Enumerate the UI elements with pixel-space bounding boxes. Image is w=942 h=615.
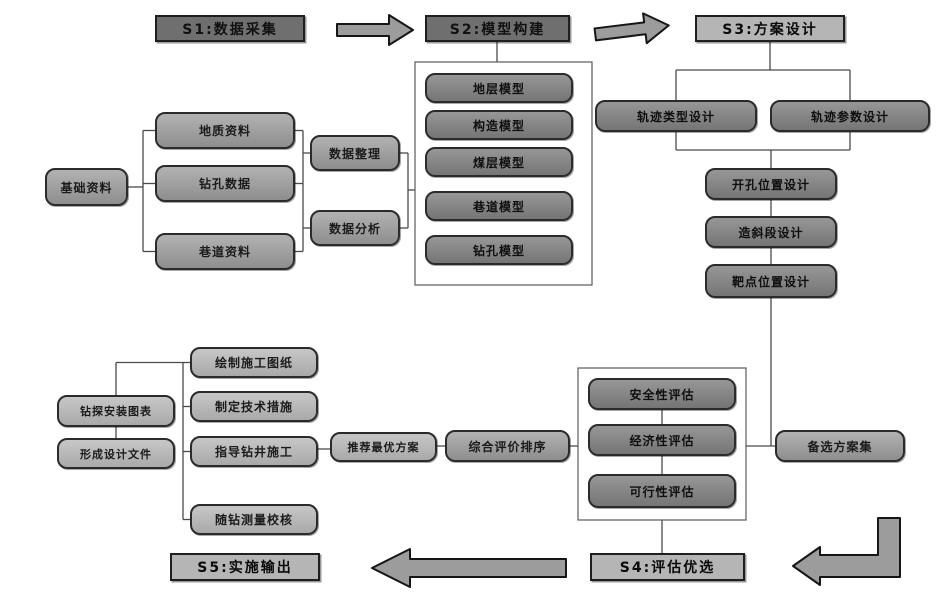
model-node-5: 钻孔模型 (425, 235, 573, 265)
design-step-node-1: 开孔位置设计 (705, 168, 837, 200)
model-node-3: 煤层模型 (425, 147, 573, 177)
arrow-s4-to-s5 (371, 548, 567, 588)
design-step-node-2: 造斜段设计 (705, 216, 837, 248)
data-source-node-1: 地质资料 (155, 112, 295, 149)
evaluation-node-1: 安全性评估 (588, 378, 736, 410)
evaluation-group-frame (577, 367, 747, 521)
evaluation-input-node: 备选方案集 (775, 430, 905, 462)
block-arrows (336, 12, 901, 588)
design-step-node-3: 靶点位置设计 (705, 264, 837, 298)
stage-s3-title: S3:方案设计 (695, 15, 845, 42)
data-root-node: 基础资料 (45, 168, 128, 206)
stage-s4-title: S4:评估优选 (590, 553, 745, 581)
output-node-1: 钻探安装图表 (57, 395, 175, 427)
model-node-2: 构造模型 (425, 110, 573, 140)
output-node-2: 形成设计文件 (57, 438, 175, 469)
task-node-2: 制定技术措施 (190, 391, 318, 422)
task-node-3: 指导钻井施工 (190, 436, 318, 467)
evaluation-node-2: 经济性评估 (588, 424, 736, 456)
model-node-1: 地层模型 (425, 73, 573, 103)
task-node-1: 绘制施工图纸 (190, 347, 318, 378)
data-process-node-2: 数据分析 (310, 210, 400, 246)
design-top-node-1: 轨迹类型设计 (595, 100, 757, 132)
task-node-4: 随钻测量校核 (190, 504, 318, 535)
design-top-node-2: 轨迹参数设计 (770, 100, 930, 132)
stage-s5-title: S5:实施输出 (170, 553, 320, 581)
evaluation-node-3: 可行性评估 (588, 474, 736, 508)
arrow-s1-to-s2 (336, 14, 414, 46)
evaluation-output-node: 综合评价排序 (445, 430, 570, 462)
data-process-node-1: 数据整理 (310, 135, 400, 171)
arrow-s2-to-s3 (593, 12, 670, 45)
data-source-node-3: 巷道资料 (155, 233, 295, 270)
model-node-4: 巷道模型 (425, 191, 573, 221)
arrow-elbow-to-s4 (792, 517, 901, 586)
data-source-node-2: 钻孔数据 (155, 165, 295, 202)
stage-s1-title: S1:数据采集 (155, 15, 305, 42)
stage-s2-title: S2:模型构建 (425, 15, 570, 42)
connector-lines (115, 42, 851, 553)
recommend-node: 推荐最优方案 (330, 432, 437, 462)
model-group-frame (414, 61, 593, 286)
